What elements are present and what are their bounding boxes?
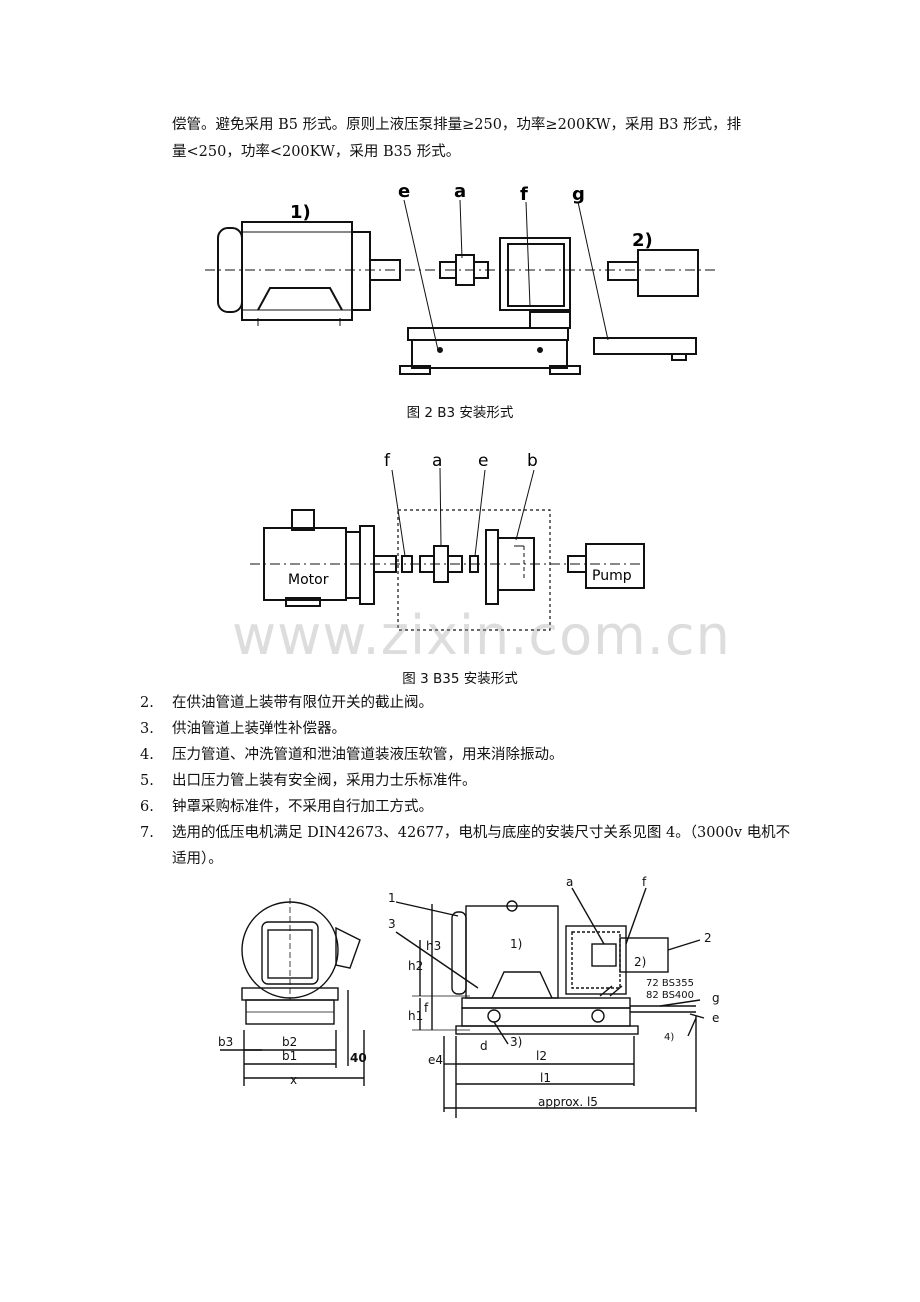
intro-line-1: 偿管。避免采用 B5 形式。原则上液压泵排量≥250，功率≥200KW，采用 B… [172,117,742,133]
fig3-label-b: b [527,451,538,471]
fig4-n2: 2 [704,931,712,945]
fig4-l1: l1 [540,1071,551,1085]
fig4-h1: h1 [408,1009,423,1023]
fig2-label-g: g [572,184,585,205]
list-item: 2.在供油管道上装带有限位开关的截止阀。 [140,695,433,711]
fig4-h3: h3 [426,939,441,953]
fig4-4paren: 4) [664,1032,674,1043]
fig4-bs400: 82 BS400 [646,990,694,1001]
list-item: 5.出口压力管上装有安全阀，采用力士乐标准件。 [140,773,477,789]
fig4-bs355: 72 BS355 [646,978,694,989]
fig4-b2: b2 [282,1035,297,1049]
figure-3-b35-diagram: f a e b Motor Pump [250,451,645,631]
requirements-list: 2.在供油管道上装带有限位开关的截止阀。 3.供油管道上装弹性补偿器。 4.压力… [140,690,800,872]
fig4-n3: 3 [388,917,396,931]
fig4-d: d [480,1039,488,1053]
fig3-pump-label: Pump [592,568,632,584]
fig2-label-2: 2) [632,230,653,251]
fig2-label-a: a [454,181,466,202]
fig4-b1: b1 [282,1049,297,1063]
figure-2-b3-diagram: 1) e a f g 2) [205,181,718,375]
fig4-40: 40 [350,1051,367,1065]
fig4-n1: 1 [388,891,396,905]
fig4-l5: approx. l5 [538,1095,598,1109]
fig4-2paren: 2) [634,955,646,969]
fig3-label-a: a [432,451,442,471]
fig4-l2: l2 [536,1049,547,1063]
fig4-1paren: 1) [510,937,522,951]
fig3-label-e: e [478,451,488,471]
fig2-label-e: e [398,181,410,202]
fig4-e4: e4 [428,1053,443,1067]
fig4-fdim: f [424,1001,429,1015]
fig2-label-1: 1) [290,202,311,223]
fig2-label-f: f [520,184,528,205]
intro-line-2: 量<250，功率<200KW，采用 B35 形式。 [172,144,461,160]
fig4-3paren: 3) [510,1035,522,1049]
fig4-g: g [712,991,720,1005]
list-item: 7.选用的低压电机满足 DIN42673、42677，电机与底座的安装尺寸关系见… [140,825,791,867]
list-item: 4.压力管道、冲洗管道和泄油管道装液压软管，用来消除振动。 [140,747,564,763]
fig3-motor-label: Motor [288,572,329,588]
watermark: www.zixin.com.cn [232,604,731,667]
fig4-b3: b3 [218,1035,233,1049]
fig3-label-f: f [384,451,391,471]
fig4-e: e [712,1011,719,1025]
figure-3-caption: 图 3 B35 安装形式 [402,671,518,687]
list-item: 3.供油管道上装弹性补偿器。 [140,721,346,737]
list-item: 6.钟罩采购标准件，不采用自行加工方式。 [140,799,433,815]
fig4-h2: h2 [408,959,423,973]
figure-2-caption: 图 2 B3 安装形式 [406,405,514,421]
fig4-a: a [566,875,573,889]
fig4-f: f [642,875,647,889]
fig4-x: x [290,1073,297,1087]
